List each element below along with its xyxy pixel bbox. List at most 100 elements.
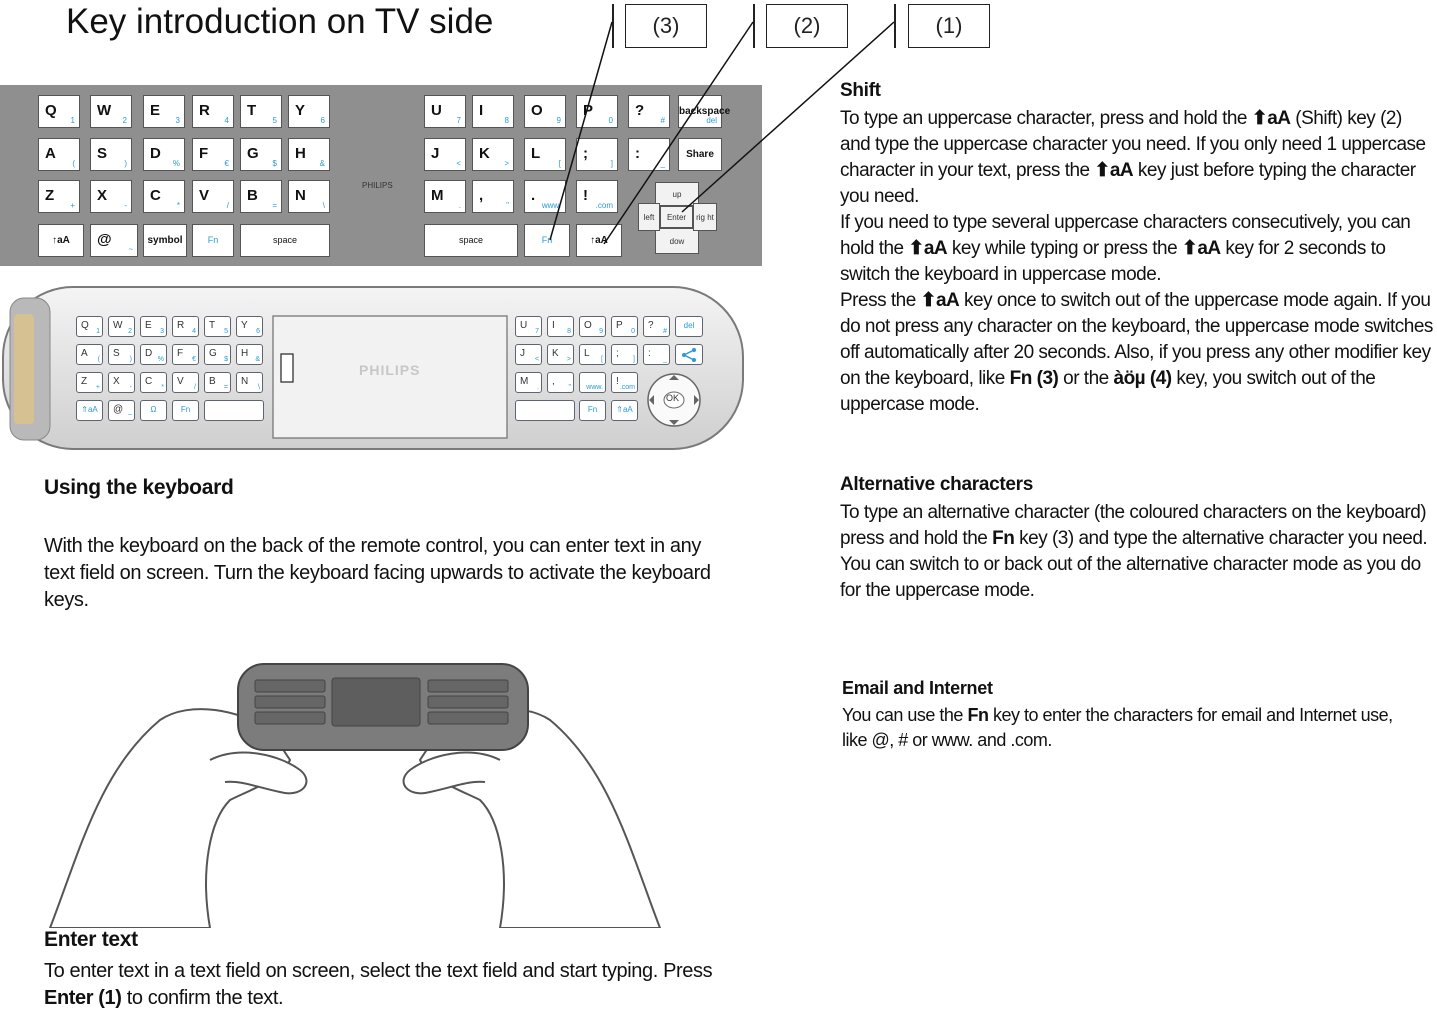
- tv-key: B=: [240, 180, 282, 213]
- remote-key-label: Z: [81, 376, 88, 387]
- tv-dpad-down: dow: [655, 228, 699, 254]
- tv-key-alt-label: 4: [224, 116, 229, 125]
- tv-key: N\: [288, 180, 330, 213]
- remote-key: del: [675, 316, 703, 337]
- email-text: You can use the: [842, 705, 968, 725]
- shift-paragraph: To type an uppercase character, press an…: [840, 106, 1436, 418]
- remote-key-alt-label: 1: [96, 328, 100, 335]
- remote-key-label: L: [584, 348, 590, 359]
- tv-key-label: A: [45, 145, 56, 162]
- remote-key: J<: [515, 344, 542, 365]
- enter-key-number: (1): [93, 987, 122, 1009]
- tv-key-alt-label: #: [660, 116, 665, 125]
- tv-key: L[: [524, 138, 566, 171]
- tv-key-label: R: [199, 102, 210, 119]
- tv-key-alt-label: 5: [272, 116, 277, 125]
- remote-key-label: W: [113, 320, 123, 331]
- tv-key-alt-label: %: [172, 159, 180, 168]
- remote-key: Z+: [76, 372, 103, 393]
- remote-key-alt-label: -: [129, 384, 132, 391]
- tv-key-alt-label: del: [706, 116, 717, 125]
- remote-key-alt-label: .: [537, 384, 539, 391]
- remote-key-alt-label: (: [97, 356, 100, 363]
- remote-key-label: Y: [241, 320, 248, 331]
- tv-key-label: P: [583, 102, 594, 119]
- tv-key-label: K: [479, 145, 490, 162]
- remote-key-alt-label: /: [194, 384, 196, 391]
- remote-key-alt-label: 6: [256, 328, 260, 335]
- tv-key-label: F: [199, 145, 209, 162]
- tv-key: ;]: [576, 138, 618, 171]
- remote-key: C*: [140, 372, 167, 393]
- tv-key-label: M: [431, 187, 444, 204]
- remote-key-alt-label: www.: [586, 384, 603, 391]
- enter-text-paragraph: To enter text in a text field on screen,…: [44, 958, 716, 1012]
- tv-key-label: space: [458, 235, 484, 245]
- remote-key-alt-label: 9: [599, 328, 603, 335]
- remote-key-alt-label: ~: [127, 412, 132, 419]
- tv-key-label: !: [583, 187, 588, 204]
- tv-key-alt-label: $: [272, 159, 277, 168]
- tv-dpad-left: left: [638, 203, 660, 231]
- remote-key: Fn: [579, 400, 606, 421]
- callout-3: (3): [625, 4, 707, 48]
- shift-text: key for 2 seconds to switch the keyboard…: [840, 238, 1386, 285]
- remote-key-label: J: [520, 348, 525, 359]
- remote-key-label: ?: [648, 320, 654, 331]
- remote-key-label: O: [584, 320, 592, 331]
- remote-key-label: F: [177, 348, 184, 359]
- remote-key-alt-label: ": [568, 384, 572, 391]
- tv-key: Fn: [192, 224, 234, 257]
- tv-key-label: E: [150, 102, 161, 119]
- tv-key-alt-label: 8: [504, 116, 509, 125]
- tv-key-label: V: [199, 187, 210, 204]
- remote-key: F€: [172, 344, 199, 365]
- tv-key: :_: [628, 138, 670, 171]
- remote-key: G$: [204, 344, 231, 365]
- enter-text-part: To enter text in a text field on screen,…: [44, 960, 713, 982]
- page-title: Key introduction on TV side: [66, 2, 494, 41]
- tv-key-label: Fn: [207, 235, 219, 245]
- remote-space-key: [515, 400, 575, 421]
- tv-key: C*: [143, 180, 185, 213]
- remote-key: D%: [140, 344, 167, 365]
- tv-key-alt-label: \: [322, 201, 325, 210]
- tv-key-label: H: [295, 145, 306, 162]
- tv-key-alt-label: *: [176, 201, 180, 210]
- hands-holding-remote-illustration: [48, 663, 662, 928]
- remote-key: K>: [547, 344, 574, 365]
- tv-key-alt-label: 7: [456, 116, 461, 125]
- tv-key-alt-label: 6: [320, 116, 325, 125]
- tv-key-label: ,: [479, 187, 484, 204]
- tv-key: M.: [424, 180, 466, 213]
- remote-key-alt-label: ): [129, 356, 132, 363]
- enter-text-part: to confirm the text.: [121, 987, 284, 1009]
- fn-key-reference: Fn: [992, 528, 1015, 549]
- using-keyboard-text: With the keyboard on the back of the rem…: [44, 535, 711, 611]
- tv-key: ↑aA: [38, 224, 84, 257]
- tv-key-alt-label: .com: [595, 201, 613, 210]
- enter-text-heading: Enter text: [44, 928, 138, 951]
- tv-key: ↑aA: [576, 224, 622, 257]
- tv-key: V/: [192, 180, 234, 213]
- remote-key-alt-label: %: [157, 356, 164, 363]
- using-keyboard-heading: Using the keyboard: [44, 476, 234, 499]
- tv-key-alt-label: &: [319, 159, 325, 168]
- remote-key-alt-label: <: [534, 356, 539, 363]
- shift-key-symbol: ⬆aA: [1094, 160, 1134, 181]
- tv-dpad-enter: Enter: [660, 206, 693, 228]
- remote-key-label: @: [113, 404, 124, 415]
- remote-key-label: I: [552, 320, 555, 331]
- remote-key: !.com: [611, 372, 638, 393]
- remote-key-alt-label: =: [223, 384, 228, 391]
- remote-key: N\: [236, 372, 263, 393]
